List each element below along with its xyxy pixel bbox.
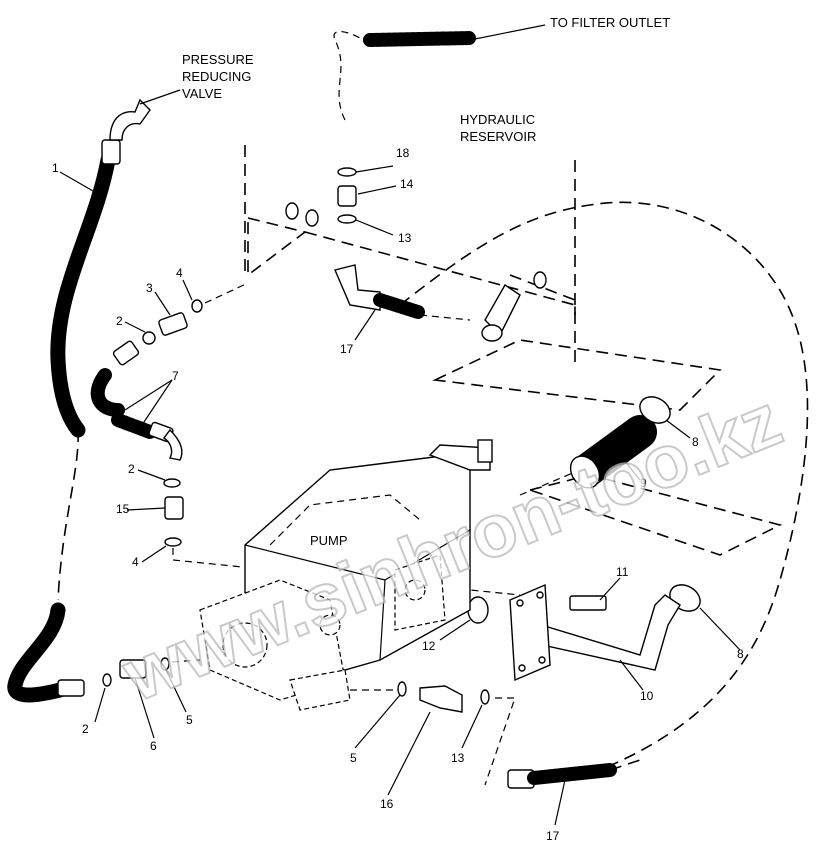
label-reservoir-line1: HYDRAULIC bbox=[460, 112, 535, 127]
pump-body bbox=[199, 439, 493, 711]
text-labels: TO FILTER OUTLET PRESSURE REDUCING VALVE… bbox=[182, 15, 670, 548]
label-reservoir-line2: RESERVOIR bbox=[460, 129, 536, 144]
callout-7: 7 bbox=[172, 369, 179, 383]
callout-2-middle: 2 bbox=[128, 462, 135, 476]
callout-1: 1 bbox=[52, 161, 59, 175]
callout-4-upper: 4 bbox=[176, 266, 183, 280]
callout-17-bottom: 17 bbox=[546, 829, 560, 843]
callout-16: 16 bbox=[380, 797, 394, 811]
label-prv-line2: REDUCING bbox=[182, 69, 251, 84]
hose-17-top bbox=[334, 264, 471, 321]
hose-17-bottom bbox=[507, 759, 641, 789]
callout-2-lower: 2 bbox=[82, 722, 89, 736]
hose-to-filter-outlet bbox=[333, 24, 546, 121]
fittings bbox=[102, 167, 607, 786]
hose-1 bbox=[7, 89, 181, 703]
callout-9: 9 bbox=[640, 476, 647, 490]
callout-6: 6 bbox=[150, 739, 157, 753]
tube-10 bbox=[509, 583, 681, 682]
label-pump: PUMP bbox=[310, 533, 348, 548]
callout-numbers: 1 2 3 4 7 2 15 4 2 6 5 18 14 13 17 8 9 1… bbox=[52, 146, 744, 843]
callout-18: 18 bbox=[396, 146, 410, 160]
label-to-filter-outlet: TO FILTER OUTLET bbox=[550, 15, 670, 30]
clamp-8-upper bbox=[639, 396, 671, 424]
leader-lines bbox=[59, 165, 741, 826]
watermark-text: www.sinhron-too.kz bbox=[111, 378, 792, 718]
callout-2-upper: 2 bbox=[116, 314, 123, 328]
label-prv-line1: PRESSURE bbox=[182, 52, 254, 67]
callout-15: 15 bbox=[116, 502, 130, 516]
callout-12: 12 bbox=[422, 639, 436, 653]
callout-10: 10 bbox=[640, 689, 654, 703]
hose-9 bbox=[569, 415, 657, 489]
callout-4-lower: 4 bbox=[132, 555, 139, 569]
callout-11: 11 bbox=[616, 565, 629, 579]
callout-5-right: 5 bbox=[350, 751, 357, 765]
callout-13-bottom: 13 bbox=[451, 751, 465, 765]
callout-13-top: 13 bbox=[398, 231, 412, 245]
callout-17-top: 17 bbox=[340, 342, 354, 356]
callout-3: 3 bbox=[146, 281, 153, 295]
callout-8-lower: 8 bbox=[737, 647, 744, 661]
label-prv-line3: VALVE bbox=[182, 86, 222, 101]
hose-7 bbox=[90, 340, 183, 461]
callout-14: 14 bbox=[400, 177, 414, 191]
callout-5-left: 5 bbox=[186, 713, 193, 727]
reservoir-outline bbox=[244, 145, 809, 771]
callout-8-upper: 8 bbox=[692, 435, 699, 449]
